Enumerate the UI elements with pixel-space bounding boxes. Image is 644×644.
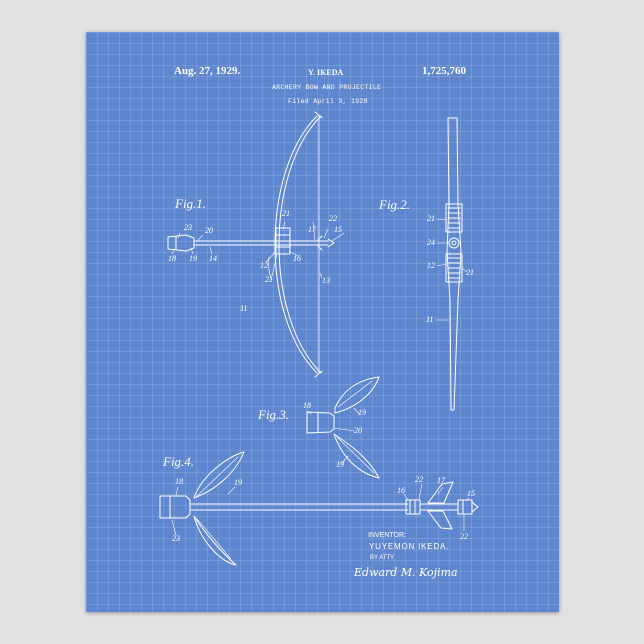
- ref-f1-17: 17: [308, 225, 316, 234]
- ref-f3-20: 20: [354, 426, 362, 435]
- ref-f2-24: 24: [427, 238, 435, 247]
- ref-f4-16: 16: [397, 486, 405, 495]
- ref-f4-19: 19: [234, 478, 242, 487]
- ref-f2-12: 12: [427, 261, 435, 270]
- ref-f1-15: 15: [334, 225, 342, 234]
- ref-f1-12: 12: [260, 261, 268, 270]
- fig3-label: Fig.3.: [258, 407, 289, 423]
- ref-f4-15: 15: [467, 489, 475, 498]
- ref-f1-21a: 21: [282, 209, 290, 218]
- ref-f2-21a: 21: [427, 214, 435, 223]
- attorney-signature: Edward M. Kojima: [354, 566, 458, 579]
- fig2-bow-section: [446, 118, 462, 410]
- ref-f1-11: 11: [240, 304, 247, 313]
- ref-f2-21b: 21: [466, 268, 474, 277]
- ref-f1-18: 18: [168, 254, 176, 263]
- blueprint-poster: Aug. 27, 1929. Y. IKEDA 1,725,760 ARCHER…: [86, 32, 559, 612]
- ref-f4-23: 23: [172, 534, 180, 543]
- ref-f1-20: 20: [205, 226, 213, 235]
- ref-f4-18: 18: [175, 477, 183, 486]
- inventor-name: YUYEMON IKEDA.: [369, 542, 449, 551]
- ref-f3-19a: 19: [358, 408, 366, 417]
- fig4-label: Fig.4.: [163, 454, 194, 470]
- ref-f1-22: 22: [329, 214, 337, 223]
- inventor-label: INVENTOR:: [368, 532, 406, 539]
- fig2-label: Fig.2.: [379, 197, 410, 213]
- ref-f4-17: 17: [437, 476, 445, 485]
- ref-f1-19: 19: [189, 254, 197, 263]
- by-attorney: BY ATTY: [370, 555, 394, 561]
- ref-f1-14: 14: [209, 254, 217, 263]
- ref-f1-21b: 21: [265, 275, 273, 284]
- ref-f3-19b: 19: [336, 460, 344, 469]
- ref-f1-13: 13: [322, 276, 330, 285]
- fig1-arrow: [168, 235, 334, 251]
- patent-drawing: [86, 32, 559, 612]
- ref-f4-22a: 22: [415, 475, 423, 484]
- fig1-label: Fig.1.: [175, 196, 206, 212]
- ref-f4-22b: 22: [460, 532, 468, 541]
- ref-f2-11: 11: [426, 315, 433, 324]
- ref-f1-16: 16: [293, 254, 301, 263]
- leader-lines: [172, 219, 469, 535]
- ref-f3-18: 18: [303, 401, 311, 410]
- ref-f1-23: 23: [184, 223, 192, 232]
